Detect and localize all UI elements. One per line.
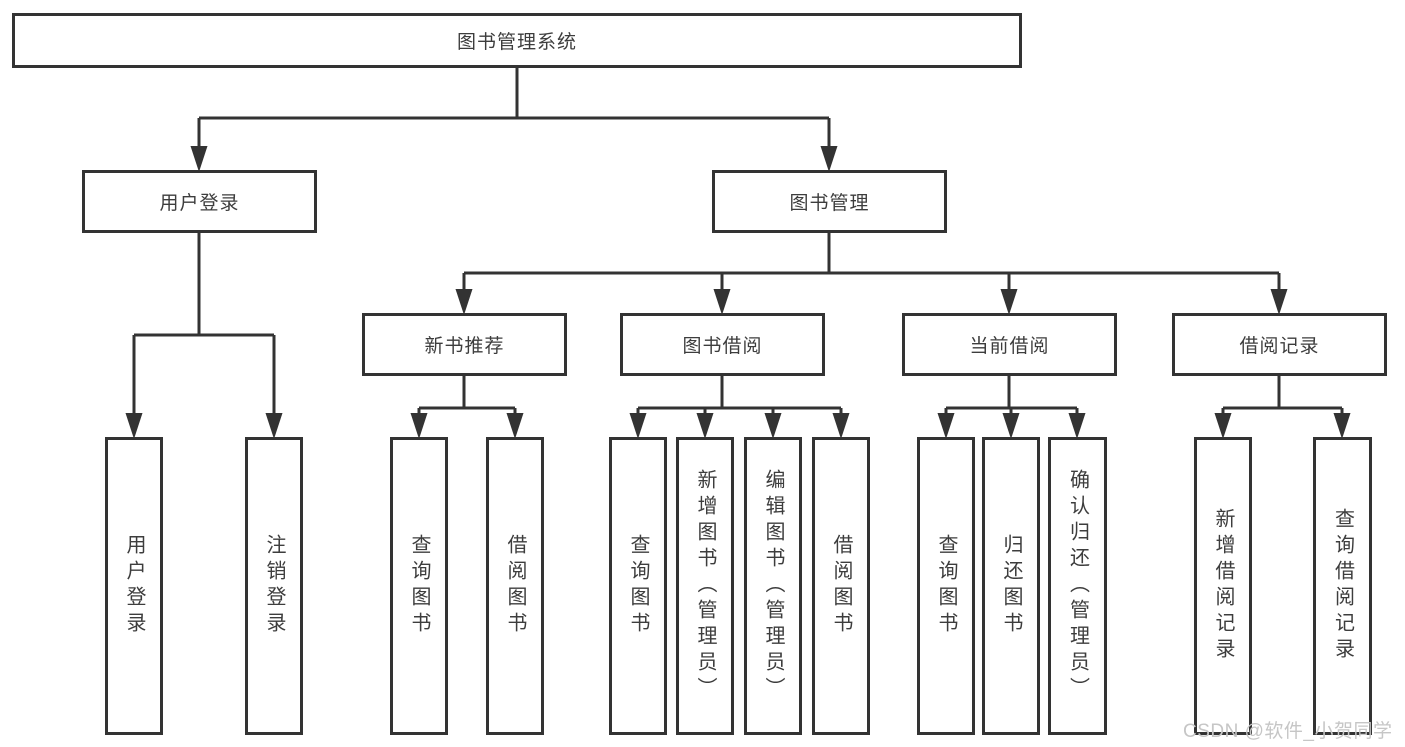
arrowhead-icon [1068, 413, 1086, 439]
connector-root [197, 68, 831, 150]
arrowhead-icon [190, 146, 208, 172]
leaf-cb-confirm-return: 确认归还（管理员） [1048, 437, 1107, 735]
leaf-br-query-record: 查询借阅记录 [1313, 437, 1372, 735]
connector-book-borrowing [636, 376, 843, 416]
arrowhead-icon [125, 413, 143, 439]
arrowhead-icon [764, 413, 782, 439]
connector-lines [132, 68, 1344, 416]
connector-user-login [132, 233, 276, 416]
node-root: 图书管理系统 [12, 13, 1022, 68]
watermark: CSDN @软件_小贺同学 [1183, 721, 1393, 742]
connector-book-management [462, 233, 1281, 292]
node-book-management: 图书管理 [712, 170, 947, 233]
arrowhead-icon [1270, 289, 1288, 315]
connector-current-borrowing [944, 376, 1079, 416]
connector-new-book [417, 376, 517, 416]
arrowhead-icon [820, 146, 838, 172]
leaf-bb-query-books: 查询图书 [609, 437, 667, 735]
arrowhead-icon [410, 413, 428, 439]
leaf-bb-borrow-books: 借阅图书 [812, 437, 870, 735]
leaf-user-login: 用户登录 [105, 437, 163, 735]
arrowhead-icon [629, 413, 647, 439]
node-current-borrowing: 当前借阅 [902, 313, 1117, 376]
node-book-borrowing: 图书借阅 [620, 313, 825, 376]
arrowhead-icon [832, 413, 850, 439]
arrowhead-icon [506, 413, 524, 439]
leaf-nb-borrow-books: 借阅图书 [486, 437, 544, 735]
arrowhead-icon [937, 413, 955, 439]
leaf-bb-edit-books: 编辑图书（管理员） [744, 437, 802, 735]
leaf-logout: 注销登录 [245, 437, 303, 735]
arrowhead-icon [696, 413, 714, 439]
node-borrowing-records: 借阅记录 [1172, 313, 1387, 376]
leaf-nb-query-books: 查询图书 [390, 437, 448, 735]
leaf-bb-add-books: 新增图书（管理员） [676, 437, 734, 735]
connector-arrowheads [125, 146, 1351, 439]
arrowhead-icon [1333, 413, 1351, 439]
arrowhead-icon [265, 413, 283, 439]
arrowhead-icon [1000, 289, 1018, 315]
node-new-book-recommend: 新书推荐 [362, 313, 567, 376]
arrowhead-icon [1002, 413, 1020, 439]
arrowhead-icon [713, 289, 731, 315]
arrowhead-icon [455, 289, 473, 315]
leaf-br-add-record: 新增借阅记录 [1194, 437, 1252, 735]
node-user-login: 用户登录 [82, 170, 317, 233]
arrowhead-icon [1214, 413, 1232, 439]
connector-borrowing-records [1221, 376, 1344, 416]
leaf-cb-query-books: 查询图书 [917, 437, 975, 735]
leaf-cb-return-books: 归还图书 [982, 437, 1040, 735]
